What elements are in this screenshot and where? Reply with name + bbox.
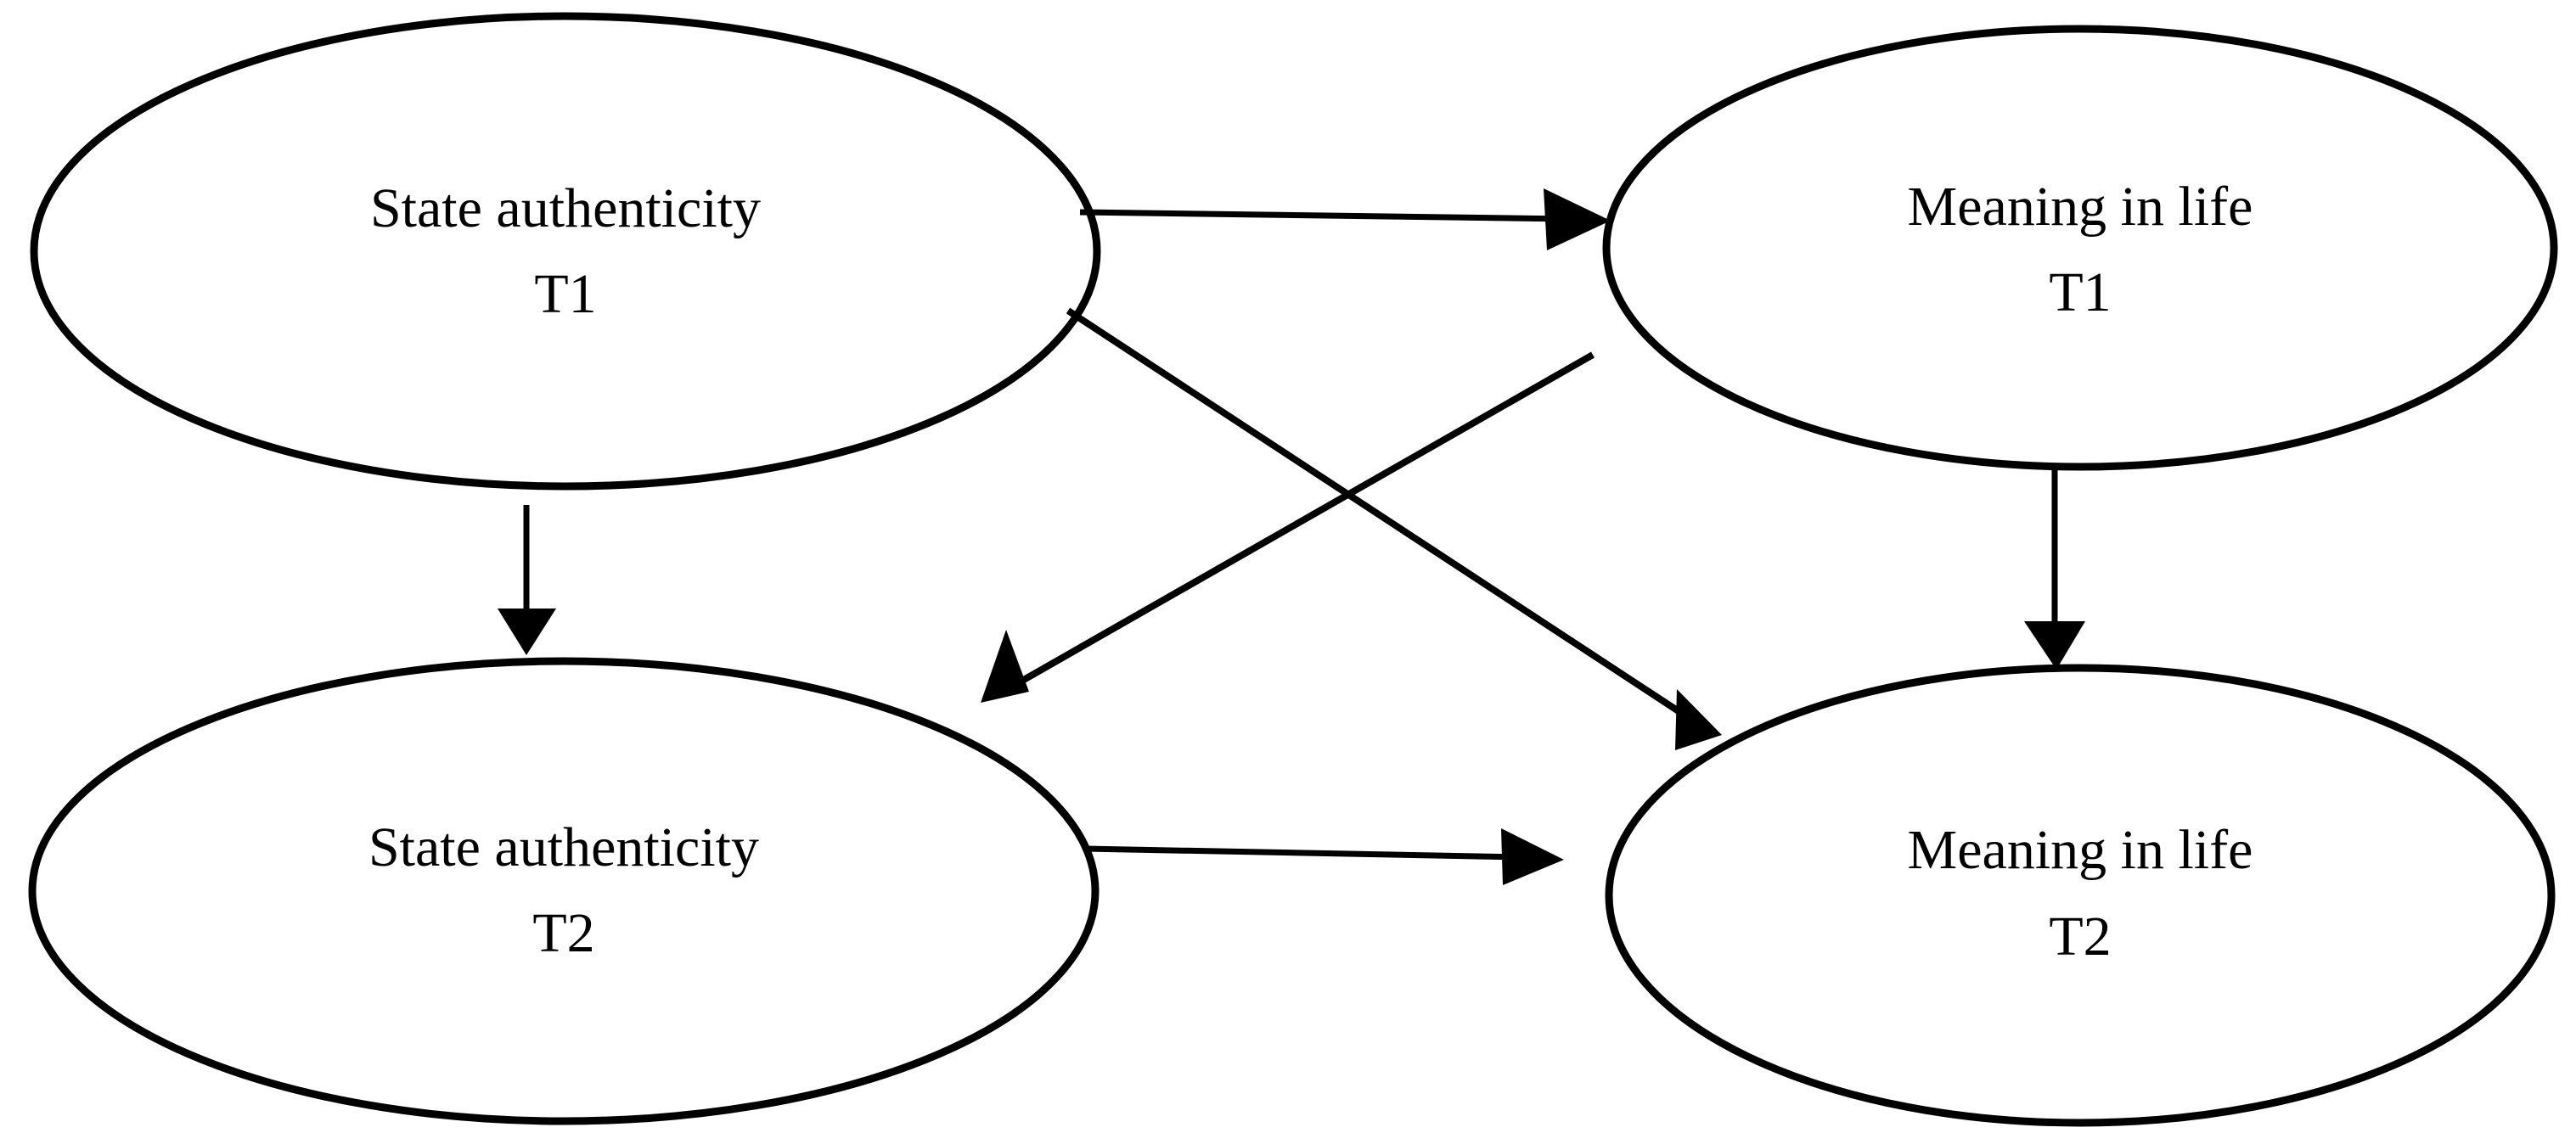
edge-sa-t1-to-sa-t2[interactable] [498,505,556,655]
node-wave-state-authenticity-t2: T2 [532,902,594,964]
arrowhead-sa-t1-to-mil-t2 [1675,689,1722,750]
ellipse-state-authenticity-t2 [28,657,1100,1125]
node-wave-meaning-in-life-t1: T1 [2049,261,2111,323]
node-meaning-in-life-t1[interactable]: Meaning in life T1 [1602,25,2558,471]
arrowhead-sa-t2-to-mil-t2 [1501,828,1564,885]
edge-line-sa-t1-to-mil-t2 [1066,307,1681,715]
node-wave-state-authenticity-t1: T1 [534,263,596,325]
arrowhead-mil-t1-to-mil-t2 [2024,621,2085,670]
node-wave-meaning-in-life-t2: T2 [2049,906,2111,968]
edge-line-mil-t1-to-sa-t2 [1021,351,1595,684]
ellipse-state-authenticity-t1 [30,12,1101,491]
node-label-meaning-in-life-t1: Meaning in life [1908,176,2253,238]
edge-line-sa-t2-to-mil-t2 [1084,845,1525,861]
edge-mil-t1-to-sa-t2[interactable] [981,351,1595,703]
node-label-meaning-in-life-t2: Meaning in life [1908,819,2253,881]
arrowhead-mil-t1-to-sa-t2 [981,630,1029,703]
arrowhead-sa-t1-to-mil-t1 [1544,188,1611,250]
ellipse-meaning-in-life-t2 [1605,664,2556,1127]
edge-sa-t2-to-mil-t2[interactable] [1084,828,1564,885]
node-label-state-authenticity-t2: State authenticity [368,816,759,878]
node-label-state-authenticity-t1: State authenticity [370,177,761,239]
edge-line-sa-t1-to-mil-t1 [1079,209,1570,222]
arrowhead-sa-t1-to-sa-t2 [498,609,556,655]
node-state-authenticity-t2[interactable]: State authenticity T2 [28,657,1100,1125]
ellipse-meaning-in-life-t1 [1602,25,2558,471]
node-meaning-in-life-t2[interactable]: Meaning in life T2 [1605,664,2556,1127]
node-state-authenticity-t1[interactable]: State authenticity T1 [30,12,1101,491]
edge-mil-t1-to-mil-t2[interactable] [2024,467,2085,670]
edge-sa-t1-to-mil-t1[interactable] [1079,188,1611,250]
edge-sa-t1-to-mil-t2[interactable] [1066,307,1722,750]
